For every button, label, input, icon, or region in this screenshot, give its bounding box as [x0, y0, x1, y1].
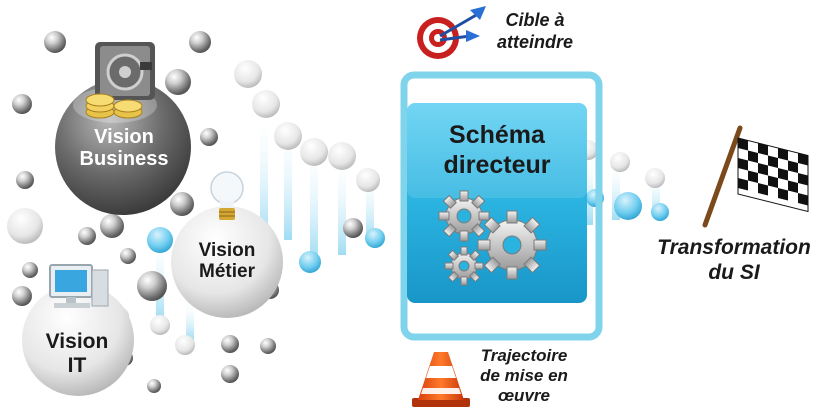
cible-line2: atteindre — [496, 31, 574, 52]
cible-line1: Cible à — [505, 10, 565, 30]
trajectoire-line2: de mise en — [480, 366, 568, 386]
trajectoire-label: Trajectoire de mise en œuvre — [466, 346, 582, 406]
schema-directeur-label: Schéma directeur — [407, 120, 587, 180]
vision-business-label: Vision Business — [68, 126, 180, 171]
schema-directeur-line1: Schéma — [449, 121, 545, 149]
checkered-flag-icon — [702, 125, 809, 228]
trajectoire-line3: œuvre — [498, 386, 550, 406]
vision-it-label: Vision IT — [32, 330, 122, 377]
lightbulb-icon — [210, 171, 244, 220]
vision-business-line2: Business — [79, 148, 169, 171]
coins-safe-icon — [85, 42, 155, 119]
transformation-line2: du SI — [708, 260, 760, 284]
vision-metier-line2: Métier — [199, 261, 255, 283]
schema-directeur-line2: directeur — [443, 151, 551, 179]
transformation-label: Transformation du SI — [644, 236, 824, 286]
target-icon — [417, 6, 486, 59]
vision-business-line1: Vision — [94, 126, 154, 148]
helix-spheres — [7, 31, 669, 393]
cible-label: Cible à atteindre — [484, 10, 586, 53]
transformation-line1: Transformation — [657, 236, 811, 259]
computer-icon — [49, 264, 109, 308]
vision-it-sphere — [22, 284, 134, 396]
gears-icon — [438, 190, 547, 286]
trajectoire-line1: Trajectoire — [480, 346, 568, 365]
vision-metier-label: Vision Métier — [180, 240, 274, 283]
traffic-cone-icon — [412, 352, 470, 407]
center-frame — [400, 71, 603, 341]
vision-metier-sphere — [171, 206, 283, 318]
vision-it-line1: Vision — [45, 330, 109, 353]
vision-it-line2: IT — [67, 353, 87, 377]
vision-metier-line1: Vision — [198, 240, 256, 261]
